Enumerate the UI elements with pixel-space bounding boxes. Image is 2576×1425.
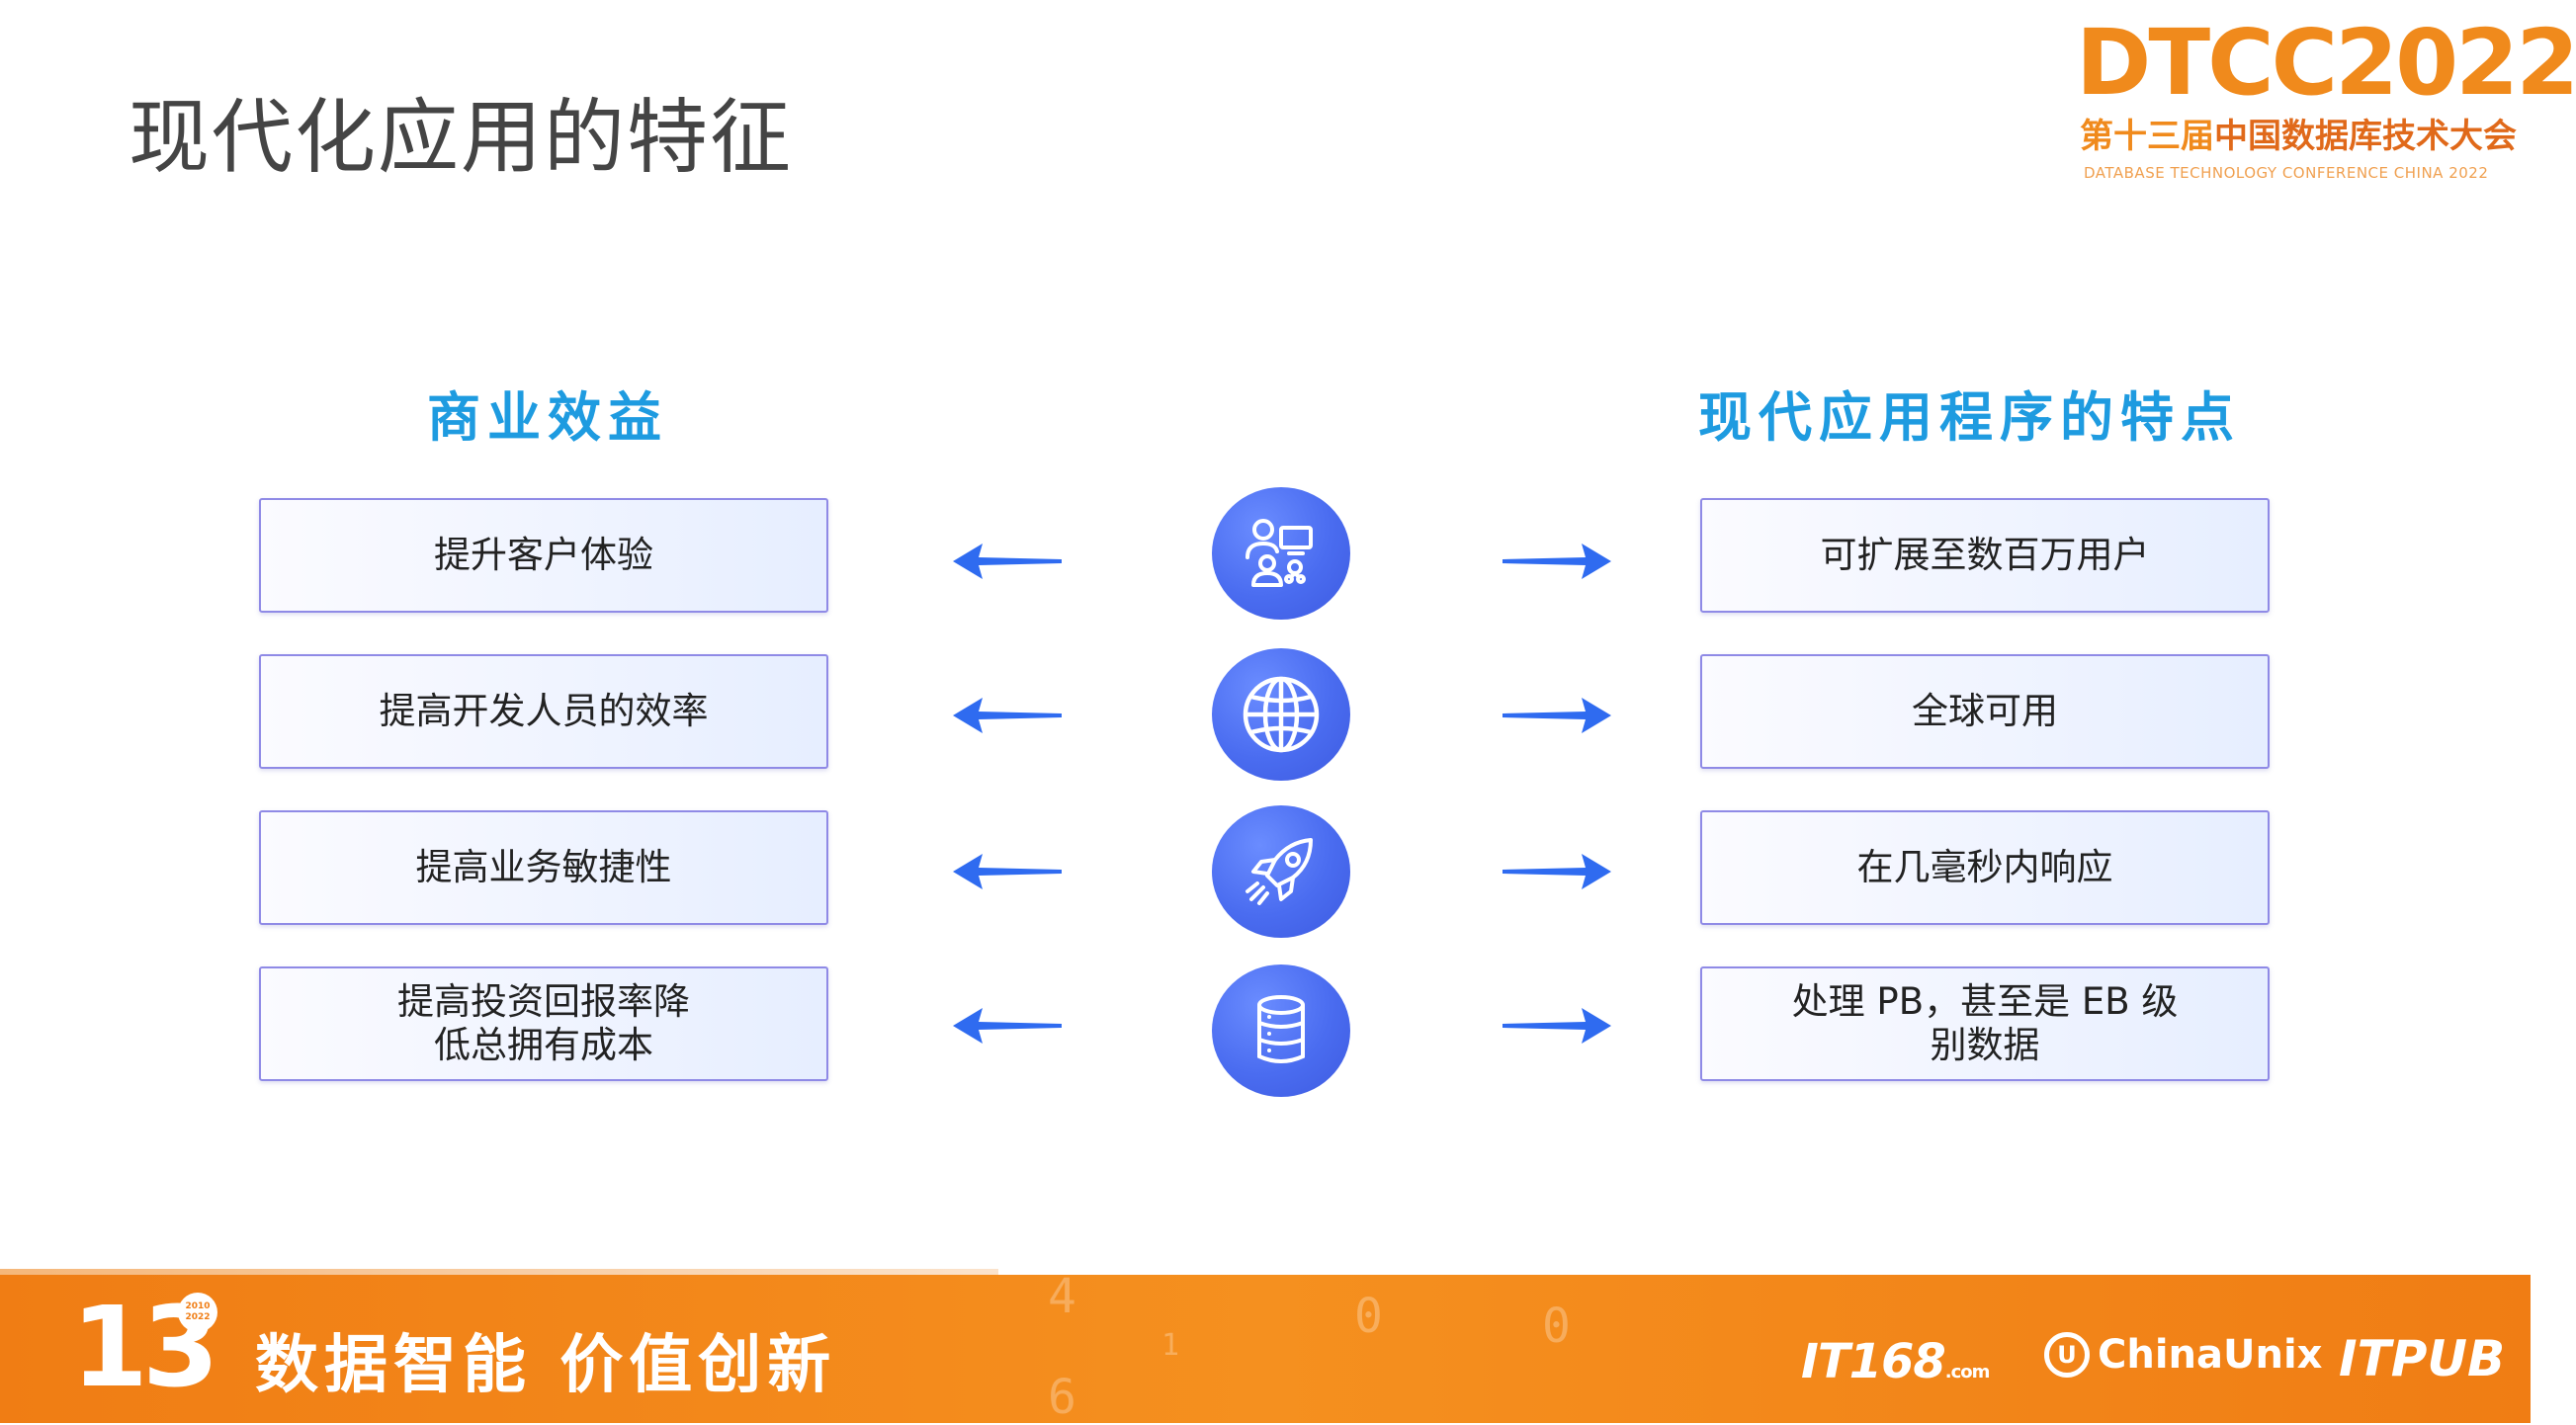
globe-icon: [1243, 676, 1320, 753]
it168-suffix: .com: [1944, 1362, 1991, 1383]
benefit-box: 提高开发人员的效率: [259, 654, 828, 769]
arrow-left-icon: [953, 854, 1062, 889]
feature-text: 处理 PB，甚至是 EB 级别数据: [1791, 980, 2179, 1066]
footer-slogan: 数据智能 价值创新: [255, 1329, 837, 1402]
users-device-icon: [1245, 519, 1313, 587]
conference-en-name: DATABASE TECHNOLOGY CONFERENCE CHINA 202…: [2084, 164, 2489, 182]
globe-icon-circle: [1212, 648, 1350, 781]
decorative-digit: 0: [1542, 1299, 1571, 1354]
it168-logo: IT168.com: [1801, 1334, 1991, 1389]
database-icon-circle: [1212, 964, 1350, 1097]
decorative-digit: 1: [1161, 1328, 1180, 1363]
feature-box: 在几毫秒内响应: [1700, 810, 2270, 925]
arrow-right-icon: [1503, 1008, 1611, 1044]
rocket-icon-circle: [1212, 805, 1350, 938]
decorative-digit: 6: [1048, 1370, 1076, 1425]
arrow-left-icon: [953, 544, 1062, 579]
conference-name: DTCC2022: [2076, 10, 2576, 116]
conference-cn-name: 第十三届中国数据库技术大会: [2080, 109, 2517, 157]
it168-name: IT168: [1801, 1334, 1946, 1389]
arrow-right-icon: [1503, 544, 1611, 579]
arrow-left-icon: [953, 1008, 1062, 1044]
conference-cn-title: 中国数据库技术大会: [2214, 117, 2517, 156]
benefit-text: 提升客户体验: [434, 534, 653, 576]
chinaunix-mark-icon: U: [2044, 1332, 2090, 1378]
footer-accent-line: [0, 1269, 998, 1277]
feature-text: 全球可用: [1912, 690, 2058, 732]
benefit-box: 提高业务敏捷性: [259, 810, 828, 925]
footer-banner: 13 2010 2022 数据智能 价值创新 4 0 0 6 1 IT168.c…: [0, 1269, 2531, 1425]
feature-text: 可扩展至数百万用户: [1820, 534, 2150, 576]
arrow-right-icon: [1503, 854, 1611, 889]
chinaunix-logo: U ChinaUnix: [2044, 1332, 2322, 1378]
decorative-digit: 0: [1354, 1289, 1383, 1344]
arrow-right-icon: [1503, 698, 1611, 733]
badge-year-start: 2010: [185, 1301, 211, 1311]
badge-year-end: 2022: [185, 1312, 211, 1322]
feature-box: 处理 PB，甚至是 EB 级别数据: [1700, 966, 2270, 1081]
chinaunix-name: ChinaUnix: [2098, 1332, 2323, 1378]
benefit-text: 提高开发人员的效率: [379, 690, 709, 732]
decorative-digit: 4: [1048, 1269, 1076, 1324]
arrow-left-icon: [953, 698, 1062, 733]
right-column-heading: 现代应用程序的特点: [1698, 386, 2241, 449]
feature-box: 可扩展至数百万用户: [1700, 498, 2270, 613]
left-column-heading: 商业效益: [427, 386, 668, 449]
benefit-box: 提高投资回报率降低总拥有成本: [259, 966, 828, 1081]
slide-title: 现代化应用的特征: [129, 91, 794, 185]
users-device-icon-circle: [1212, 487, 1350, 620]
benefit-text: 提高业务敏捷性: [415, 846, 672, 888]
conference-edition: 第十三届: [2080, 117, 2214, 156]
conference-logo: DTCC2022 第十三届中国数据库技术大会 DATABASE TECHNOLO…: [2076, 18, 2576, 183]
anniversary-badge: 2010 2022: [178, 1293, 217, 1332]
database-icon: [1257, 995, 1305, 1063]
benefit-text: 提高投资回报率降低总拥有成本: [397, 980, 690, 1066]
feature-box: 全球可用: [1700, 654, 2270, 769]
benefit-box: 提升客户体验: [259, 498, 828, 613]
rocket-icon: [1245, 838, 1313, 905]
feature-text: 在几毫秒内响应: [1856, 846, 2113, 888]
itpub-logo: ITPUB: [2339, 1330, 2506, 1387]
